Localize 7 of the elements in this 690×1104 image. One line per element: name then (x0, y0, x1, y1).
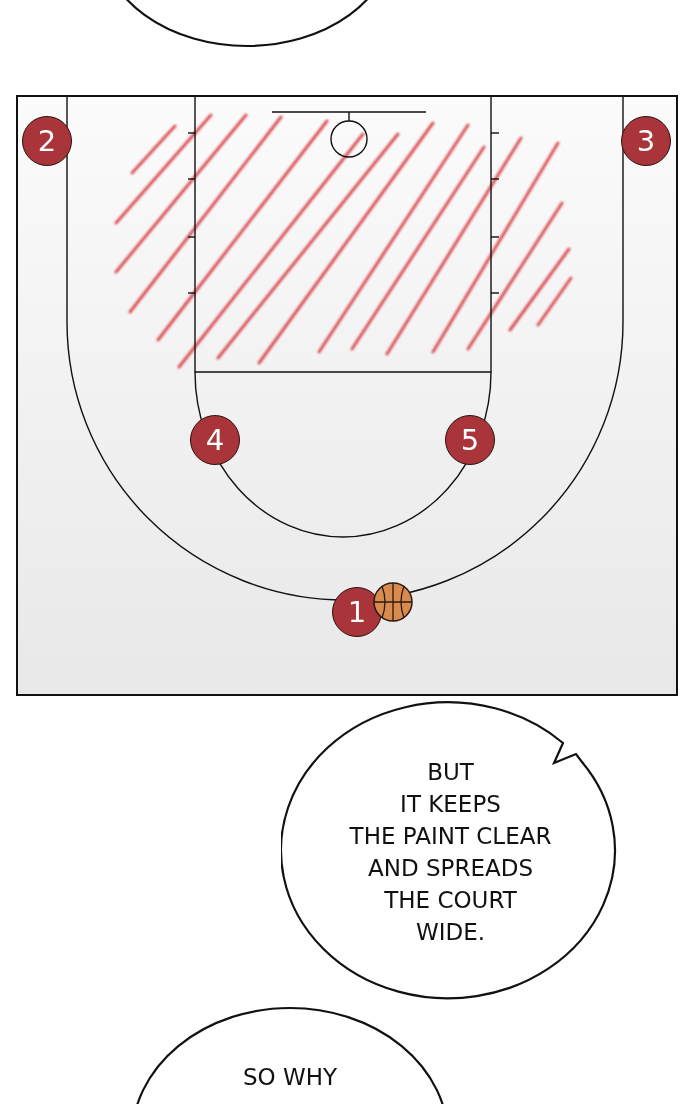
player-number: 2 (37, 126, 57, 156)
player-number: 5 (460, 425, 480, 455)
speech-text: SO WHY (241, 1063, 339, 1092)
player-number: 1 (347, 597, 367, 627)
player-number: 3 (636, 126, 656, 156)
speech-text: BUT IT KEEPS THE PAINT CLEAR AND SPREADS THE COURT WIDE. (348, 758, 553, 947)
player-number: 4 (205, 425, 225, 455)
